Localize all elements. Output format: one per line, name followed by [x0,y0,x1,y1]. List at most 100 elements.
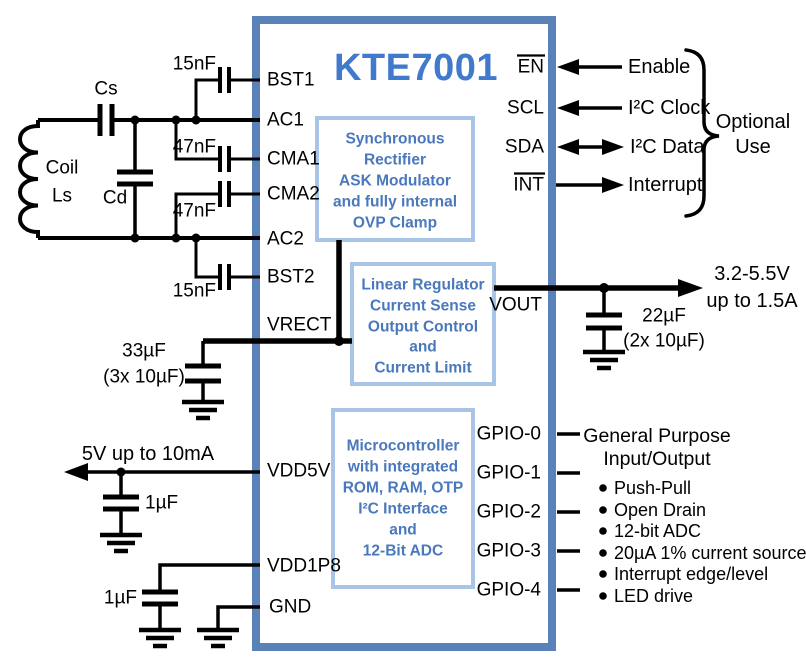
i2c-data-label: I²C Data [630,136,705,158]
vrect-cap-value: 33µF [122,341,166,362]
ground-symbol [100,532,142,554]
bullet-icon [599,549,607,557]
sda-arrowhead-left [557,139,579,155]
regulator-line2: Current Sense [370,298,476,315]
gpio-section: General Purpose Input/Output Push-Pull O… [557,425,806,606]
bst1-cap-label: 15nF [173,54,216,75]
vdd5v-arrowhead [64,463,88,481]
regulator-block-outline [350,262,496,386]
cs-label: Cs [94,79,117,100]
ground-symbol [583,349,625,371]
pin-scl: SCL [507,98,544,119]
optional-use-line1: Optional [716,111,791,133]
regulator-block: Linear Regulator Current Sense Output Co… [350,262,496,386]
junction-dot [334,336,344,346]
mcu-line2: with integrated [347,459,458,476]
cma2-cap-label: 47nF [173,201,216,222]
coil-label-line1: Coil [46,158,79,179]
bullet-icon [599,570,607,578]
gpio-feature: Open Drain [614,500,706,520]
pin-vout: VOUT [489,295,542,316]
sda-arrowhead-right [602,139,624,155]
pin-en: EN [518,57,544,78]
left-pin-labels: BST1 AC1 CMA1 CMA2 AC2 BST2 VRECT VDD5V … [267,70,341,618]
gnd-net [197,605,260,649]
enable-arrowhead [557,59,579,75]
gpio-feature: LED drive [614,586,693,606]
bullet-icon [599,506,607,514]
vrect-net: 33µF (3x 10µF) [103,240,352,421]
gpio-feature: 12-bit ADC [614,521,701,541]
vdd5v-cap-value: 1µF [145,493,178,514]
vdd1p8-cap-value: 1µF [104,588,137,609]
coil-symbol [18,120,40,238]
rectifier-line3: ASK Modulator [339,173,451,190]
cma1-cap-label: 47nF [173,137,216,158]
rectifier-line1: Synchronous [345,131,444,148]
vdd5v-net: 5V up to 10mA 1µF [64,443,260,554]
scl-arrowhead [557,100,579,116]
pin-int: INT [513,175,544,196]
vdd1p8-wire [158,563,260,590]
ground-symbol [139,627,181,649]
optional-use-line2: Use [735,136,771,158]
mcu-block: Microcontroller with integrated ROM, RAM… [331,408,475,589]
bst2-cap-label: 15nF [173,281,216,302]
junction-dot [130,115,140,125]
regulator-line1: Linear Regulator [361,277,484,294]
vdd5v-rating: 5V up to 10mA [82,443,215,465]
rectifier-block-outline [315,116,475,242]
rectifier-block: Synchronous Rectifier ASK Modulator and … [315,116,475,242]
ic-title: KTE7001 [334,47,498,89]
gpio-title-line1: General Purpose [583,425,730,447]
rectifier-line4: and fully internal [333,194,457,211]
vout-rating-line1: 3.2-5.5V [714,263,790,285]
regulator-line4: and [409,339,437,356]
cd-label: Cd [103,188,127,209]
regulator-line3: Output Control [368,319,478,336]
front-end-circuit: Coil Ls Cs Cd 15nF 47nF [18,54,260,302]
gpio-feature: 20µA 1% current source [614,543,806,563]
i2c-clock-label: I²C Clock [628,97,711,119]
gpio-feature: Interrupt edge/level [614,564,768,584]
bullet-icon [599,592,607,600]
cma1-branch-wire [174,120,218,161]
mcu-block-outline [331,408,475,589]
mcu-line5: and [389,522,417,539]
pin-vrect: VRECT [267,315,332,336]
pin-gpio4: GPIO-4 [477,580,542,601]
right-pin-labels: EN SCL SDA INT VOUT GPIO-0 GPIO-1 GPIO-2… [477,54,545,601]
mcu-line3: ROM, RAM, OTP [343,480,464,497]
int-arrowhead [602,177,624,193]
pin-gpio2: GPIO-2 [477,502,541,523]
coil-label-line2: Ls [52,186,72,207]
ground-symbol [182,399,224,421]
pin-gnd: GND [269,597,311,618]
vrect-cap-note: (3x 10µF) [103,367,185,388]
enable-label: Enable [628,56,690,78]
mcu-line1: Microcontroller [347,438,460,455]
cma2-branch-wire [174,192,218,238]
rectifier-line2: Rectifier [364,152,426,169]
gpio-title-line2: Input/Output [603,448,711,470]
rectifier-line5: OVP Clamp [353,215,437,232]
pin-ac1: AC1 [267,110,304,131]
control-signals: Enable I²C Clock I²C Data Interrupt Opti… [556,48,791,218]
regulator-line5: Current Limit [374,360,471,377]
pin-gpio1: GPIO-1 [477,463,541,484]
gnd-wire [216,605,260,628]
bst2-branch-wire [194,238,218,279]
pin-cma2: CMA2 [267,184,320,205]
gpio-feature: Push-Pull [614,478,691,498]
junction-dot [130,233,140,243]
bullet-icon [599,527,607,535]
pin-bst2: BST2 [267,267,315,288]
vout-cap-value: 22µF [642,306,686,327]
vdd1p8-net: 1µF [104,563,260,649]
pin-bst1: BST1 [267,70,315,91]
pin-ac2: AC2 [267,229,304,250]
vout-arrowhead [678,279,703,297]
pin-vdd1p8: VDD1P8 [267,556,341,577]
